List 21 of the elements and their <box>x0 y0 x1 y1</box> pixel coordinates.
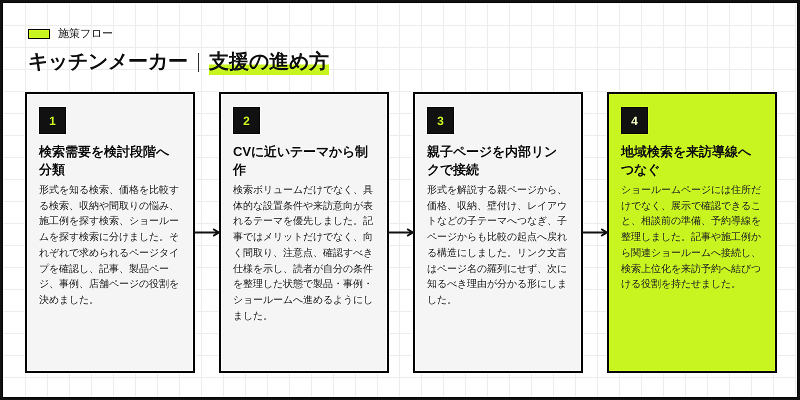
step-description: 形式を解説する親ページから、価格、収納、壁付け、レイアウトなどの子テーマへつなぎ、子ページからも比較の起点へ戻れる構造にしました。リンク文言はページ名の羅列にせず、次に知るべき理由が分かる形にしました。 <box>427 184 568 308</box>
arrow <box>389 228 414 237</box>
step-heading: CVに近いテーマから制作 <box>233 143 370 179</box>
arrow <box>195 228 220 237</box>
step-number: 1 <box>39 107 66 134</box>
step-card <box>25 92 195 373</box>
step-number: 3 <box>427 107 454 134</box>
arrow <box>583 228 608 237</box>
step-card <box>607 92 777 373</box>
step-card <box>413 92 583 373</box>
step-heading: 検索需要を検討段階へ分類 <box>39 143 170 179</box>
section-label: 施策フロー <box>58 27 113 41</box>
step-number: 2 <box>233 107 260 134</box>
step-description: ショールームページには住所だけでなく、展示で確認できること、相談前の準備、予約導線を整理しました。記事や施工例から関連ショールームへ接続し、検索上位化を来訪予約へ結びつける役割を持たせました。 <box>621 184 762 292</box>
step-heading: 親子ページを内部リンクで接続 <box>427 143 558 179</box>
step-description: 形式を知る検索、価格を比較する検索、収納や間取りの悩み、施工例を探す検索、ショールームを探す検索に分けました。それぞれで求められるページタイプを確認し、記事、製品ページ、事例、店舗ページの役割を決めました。 <box>39 184 180 308</box>
step-number: 4 <box>621 107 648 134</box>
step-card <box>219 92 389 373</box>
diagram-title: キッチンメーカー <box>28 50 188 75</box>
step-description: 検索ボリュームだけでなく、具体的な設置条件や来訪意向が表れるテーマを優先しました。記事ではメリットだけでなく、向く間取り、注意点、確認すべき仕様を示し、読者が自分の条件を整理した状態で製品・事例・ショールームへ進めるようにしました。 <box>233 184 374 324</box>
step-heading: 地域検索を来訪導線へつなぐ <box>621 143 752 179</box>
